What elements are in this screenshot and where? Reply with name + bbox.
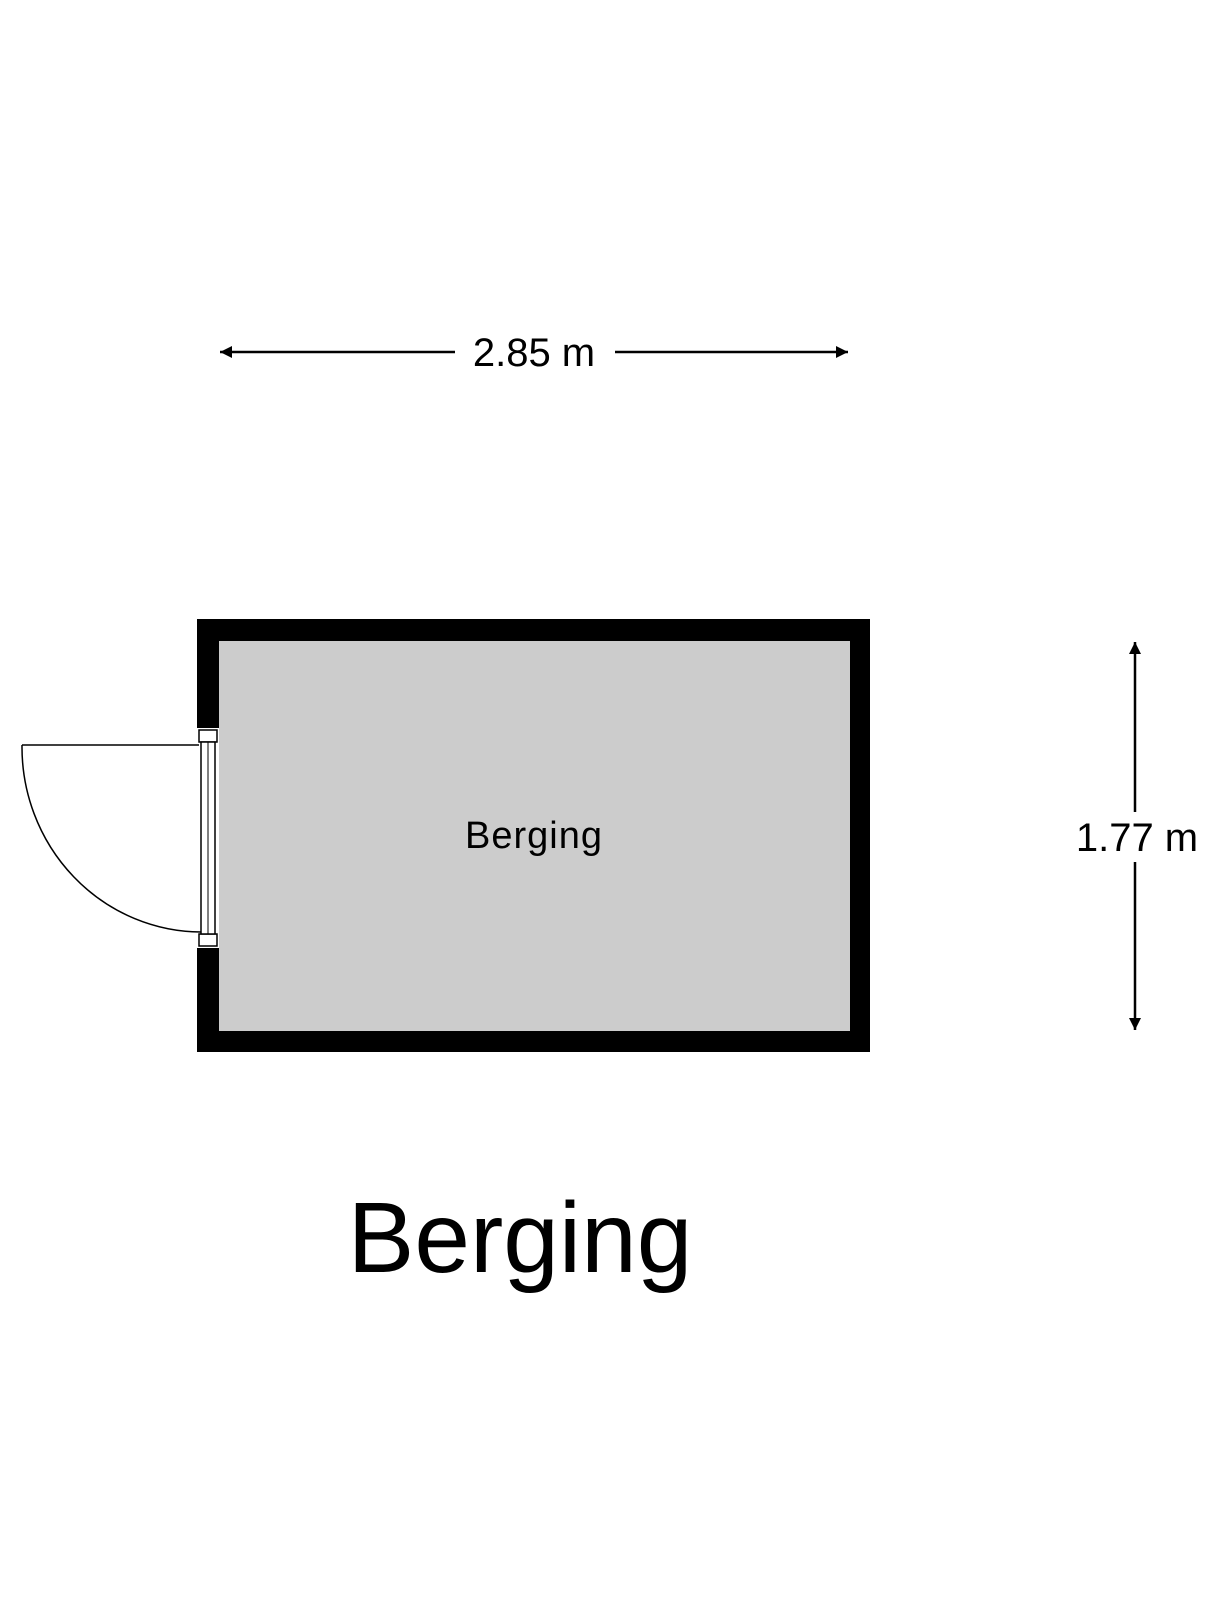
room-berging: Berging [21, 619, 870, 1052]
plan-title: Berging [348, 1182, 693, 1294]
height-dimension-label: 1.77 m [1076, 816, 1198, 860]
door-frame-top [198, 729, 218, 743]
room-label: Berging [465, 815, 603, 857]
height-dimension-label-backdrop [1070, 812, 1202, 862]
door-frame-bottom [198, 933, 218, 947]
door-swing-arc [21, 744, 202, 933]
width-dimension: 2.85 m [220, 331, 848, 375]
room-floor [219, 641, 850, 1031]
width-dimension-label: 2.85 m [473, 331, 595, 375]
height-dimension: 1.77 m [1070, 642, 1202, 1030]
